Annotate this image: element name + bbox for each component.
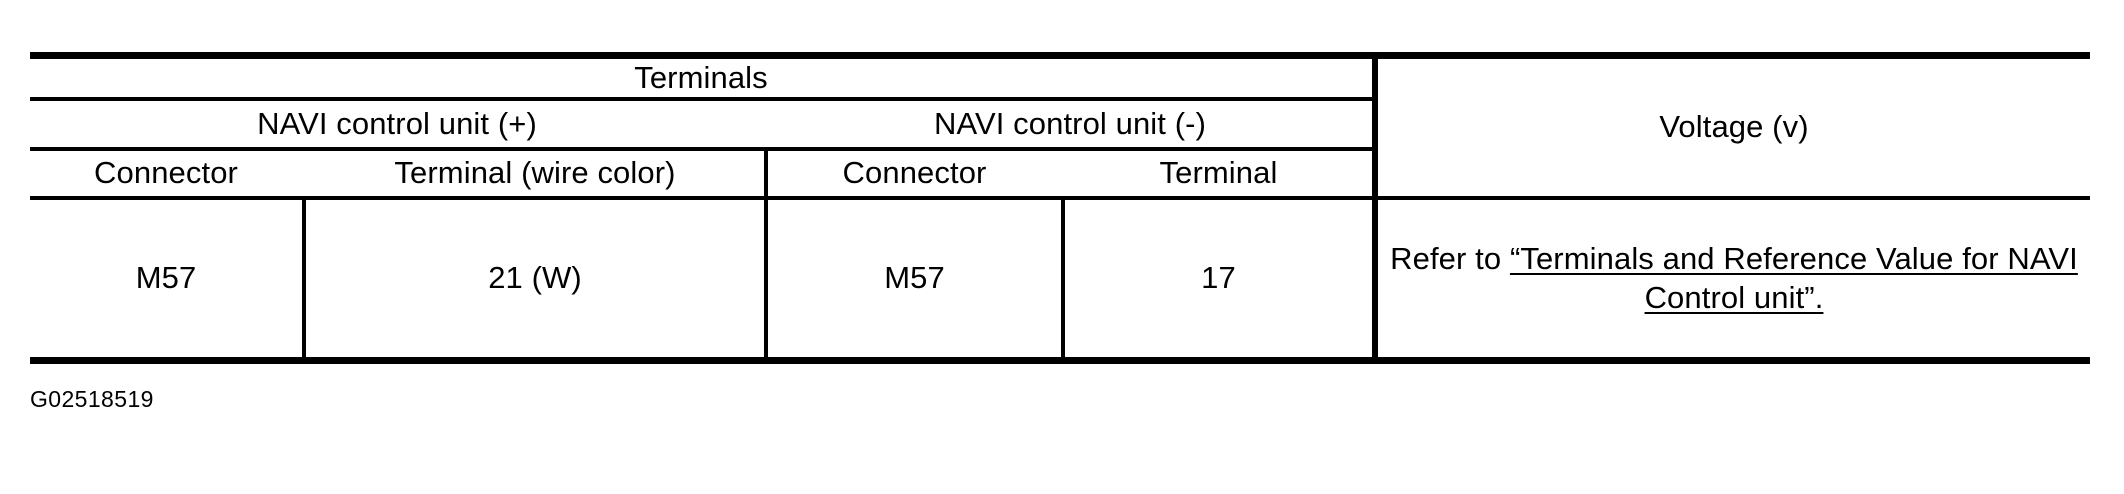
table-row-cell-positive-connector: M57 bbox=[135, 260, 197, 296]
table-row-cell-negative-terminal: 17 bbox=[1201, 260, 1236, 296]
voltage-reference-link[interactable]: “Terminals and Reference Value for NAVI … bbox=[1509, 241, 2078, 315]
column-header-negative-connector: Connector bbox=[842, 155, 987, 191]
header-voltage: Voltage (v) bbox=[1659, 109, 1809, 145]
subheader-navi-control-unit-positive: NAVI control unit (+) bbox=[257, 105, 537, 141]
terminals-voltage-table: Terminals Voltage (v) NAVI control unit … bbox=[30, 52, 2090, 364]
divider-pos-connector-terminal bbox=[302, 196, 306, 361]
column-header-negative-terminal: Terminal bbox=[1159, 155, 1278, 191]
table-row-cell-positive-terminal: 21 (W) bbox=[488, 260, 582, 296]
rule-under-terminals-header bbox=[30, 97, 1378, 101]
column-header-positive-connector: Connector bbox=[94, 155, 238, 191]
table-row-cell-negative-connector: M57 bbox=[884, 260, 945, 296]
voltage-reference-prefix: Refer to bbox=[1390, 241, 1510, 277]
subheader-navi-control-unit-negative: NAVI control unit (-) bbox=[934, 105, 1206, 141]
divider-neg-connector-terminal bbox=[1061, 196, 1065, 361]
figure-id-label: G02518519 bbox=[30, 386, 154, 412]
table-bottom-border bbox=[30, 357, 2090, 364]
column-header-positive-terminal: Terminal (wire color) bbox=[394, 155, 676, 191]
header-terminals: Terminals bbox=[634, 59, 768, 95]
divider-navi-positive-negative bbox=[764, 147, 768, 361]
table-row-cell-voltage: Refer to “Terminals and Reference Value … bbox=[1378, 200, 2090, 357]
divider-terminals-voltage bbox=[1372, 52, 1378, 364]
table-top-border bbox=[30, 52, 2090, 59]
rule-under-column-headers bbox=[30, 196, 2090, 200]
rule-under-navi-subheader bbox=[30, 147, 1378, 151]
